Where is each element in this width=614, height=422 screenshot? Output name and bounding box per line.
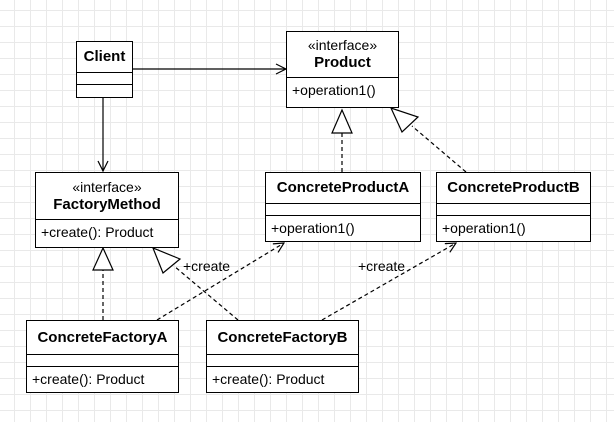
client-class[interactable]: Client [76, 41, 133, 98]
concreteproducta-attributes [266, 204, 420, 216]
concretefactoryb-class-name: ConcreteFactoryB [217, 328, 348, 346]
dependency-factoryB-productB [321, 243, 456, 321]
concretefactoryb-class-header: ConcreteFactoryB [207, 321, 358, 355]
concreteproductb-operations: +operation1() [437, 216, 590, 241]
product-operation: +operation1() [292, 82, 376, 98]
concretefactoryb-class[interactable]: ConcreteFactoryB +create(): Product [206, 320, 359, 393]
factorymethod-interface-name: FactoryMethod [53, 195, 161, 213]
realization-productB-product [389, 106, 467, 173]
factorymethod-stereotype: «interface» [72, 178, 142, 195]
concreteproductb-class-name: ConcreteProductB [447, 179, 580, 196]
concretefactoryb-operation: +create(): Product [212, 371, 325, 387]
factorymethod-operations: +create(): Product [36, 220, 178, 247]
concreteproductb-operation: +operation1() [442, 220, 526, 236]
concretefactorya-operations: +create(): Product [27, 367, 178, 392]
product-interface-name: Product [314, 54, 371, 71]
client-class-name: Client [83, 48, 126, 65]
factorymethod-interface-header: «interface» FactoryMethod [36, 173, 178, 220]
product-interface[interactable]: «interface» Product +operation1() [286, 31, 399, 108]
realization-factoryA-factorymethod [92, 246, 114, 320]
client-operations [77, 85, 132, 97]
concretefactoryb-attributes [207, 355, 358, 367]
concreteproductb-attributes [437, 204, 590, 216]
factorymethod-interface[interactable]: «interface» FactoryMethod +create(): Pro… [35, 172, 179, 248]
concretefactorya-class[interactable]: ConcreteFactoryA +create(): Product [26, 320, 179, 393]
concretefactorya-operation: +create(): Product [32, 371, 145, 387]
concreteproductb-class-header: ConcreteProductB [437, 173, 590, 204]
dependency-factoryA-productA [156, 243, 284, 321]
factorymethod-operation: +create(): Product [41, 224, 154, 240]
realization-productA-product [331, 108, 353, 172]
concreteproducta-class[interactable]: ConcreteProductA +operation1() [265, 172, 421, 242]
concreteproductb-class[interactable]: ConcreteProductB +operation1() [436, 172, 591, 242]
concreteproducta-class-header: ConcreteProductA [266, 173, 420, 204]
realization-factoryB-factorymethod [151, 246, 239, 321]
concretefactorya-attributes [27, 355, 178, 367]
concreteproducta-class-name: ConcreteProductA [276, 179, 410, 196]
concretefactorya-class-name: ConcreteFactoryA [37, 328, 168, 346]
concretefactoryb-operations: +create(): Product [207, 367, 358, 392]
concretefactorya-class-header: ConcreteFactoryA [27, 321, 178, 355]
product-interface-header: «interface» Product [287, 32, 398, 78]
concreteproducta-operation: +operation1() [271, 220, 355, 236]
product-operations: +operation1() [287, 78, 398, 107]
product-stereotype: «interface» [307, 37, 378, 53]
concreteproducta-operations: +operation1() [266, 216, 420, 241]
client-class-header: Client [77, 42, 132, 73]
client-attributes [77, 73, 132, 85]
create-label-left: +create [183, 258, 231, 274]
create-label-right: +create [358, 258, 406, 274]
